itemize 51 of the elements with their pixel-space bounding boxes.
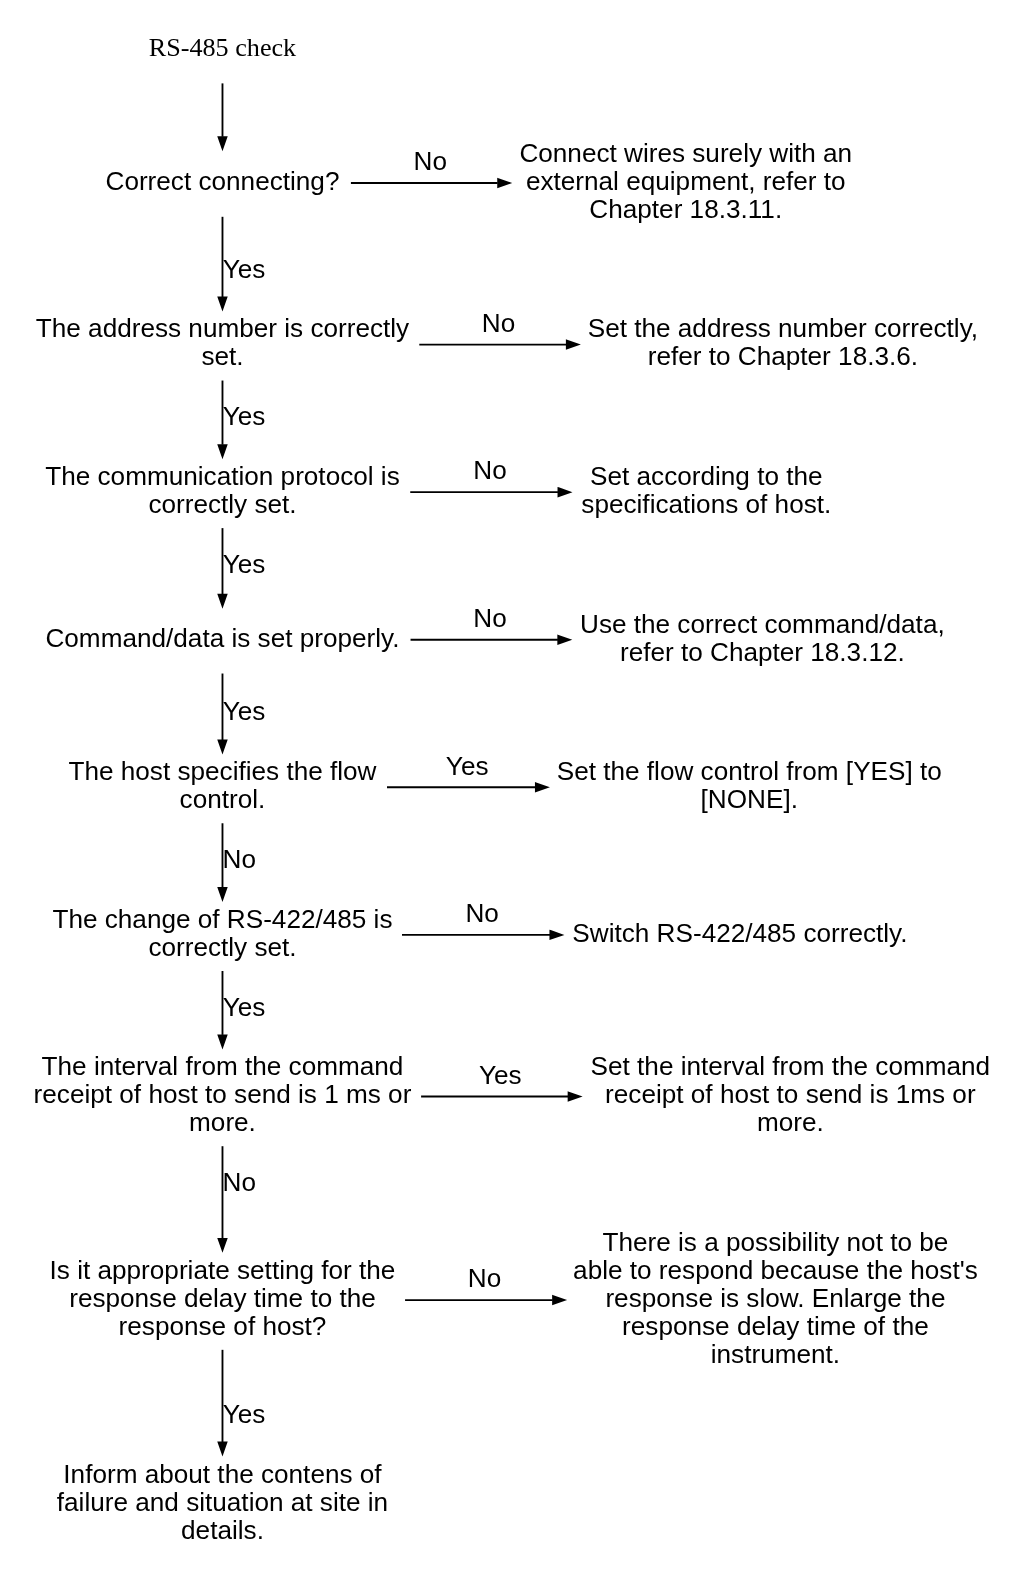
arrow — [217, 527, 228, 609]
edge-label: No — [222, 844, 257, 874]
node-text: The interval from the command receipt of host to send is 1 ms or more. — [33, 1051, 412, 1138]
edge-label: Yes — [222, 991, 266, 1022]
edge-label: Yes — [222, 696, 266, 727]
arrow — [217, 970, 228, 1050]
node-text: Inform about the contens of failure and situation at site in details. — [56, 1458, 389, 1545]
edge-label: No — [473, 603, 507, 634]
node-text: Set the flow control from [YES] to [NONE]. — [556, 756, 942, 815]
arrow — [401, 929, 565, 941]
node-text: RS-485 check — [148, 33, 297, 63]
node-text: The address number is correctly set. — [35, 313, 410, 372]
edge-label: Yes — [479, 1059, 522, 1090]
edge-label: Yes — [222, 253, 266, 284]
node-text: Is it appropriate setting for the response delay time to the response of host? — [49, 1254, 396, 1342]
node-text: Command/data is set properly. — [45, 622, 400, 653]
node-text: Set the interval from the command receipt of host to send is 1ms or more. — [590, 1051, 991, 1138]
arrow — [217, 1145, 228, 1253]
edge-label: No — [481, 307, 516, 338]
arrow — [409, 486, 573, 498]
node-text: The communication protocol is correctly set. — [45, 461, 400, 520]
edge-label: Yes — [222, 1398, 266, 1429]
edge-label: No — [222, 1167, 257, 1198]
edge-label: No — [413, 146, 448, 177]
arrow — [217, 1348, 228, 1457]
node-text: Set the address number correctly, refer to Chapter 18.3.6. — [587, 313, 979, 372]
edge-label: No — [465, 898, 499, 929]
edge-label: No — [467, 1263, 502, 1294]
arrow — [217, 82, 228, 152]
node-text: Set according to the specifications of host. — [581, 461, 832, 520]
node-text: The change of RS-422/485 is correctly set. — [52, 903, 393, 962]
arrow — [217, 215, 228, 312]
node-text: The host specifies the flow control. — [68, 756, 377, 815]
arrow — [404, 1294, 568, 1306]
node-text: Switch RS-422/485 correctly. — [572, 917, 908, 948]
arrow — [349, 177, 513, 189]
edge-label: Yes — [445, 750, 489, 781]
arrow — [418, 339, 581, 350]
edge-label: Yes — [222, 401, 266, 432]
node-text: There is a possibility not to be able to respond because the host's response is slow. Enlarge the response delay time of the instrument. — [573, 1226, 978, 1370]
edge-label: Yes — [222, 548, 266, 579]
node-text: Correct connecting? — [105, 165, 340, 196]
arrow — [420, 1091, 583, 1102]
arrow — [217, 672, 228, 755]
node-text: Use the correct command/data, refer to Chapter 18.3.12. — [580, 608, 945, 667]
arrow — [386, 782, 550, 793]
arrow — [409, 634, 573, 645]
edge-label: No — [473, 455, 507, 486]
arrow — [217, 379, 228, 460]
node-text: Connect wires surely with an external equipment, refer to Chapter 18.3.11. — [519, 137, 853, 224]
arrow — [217, 822, 228, 902]
